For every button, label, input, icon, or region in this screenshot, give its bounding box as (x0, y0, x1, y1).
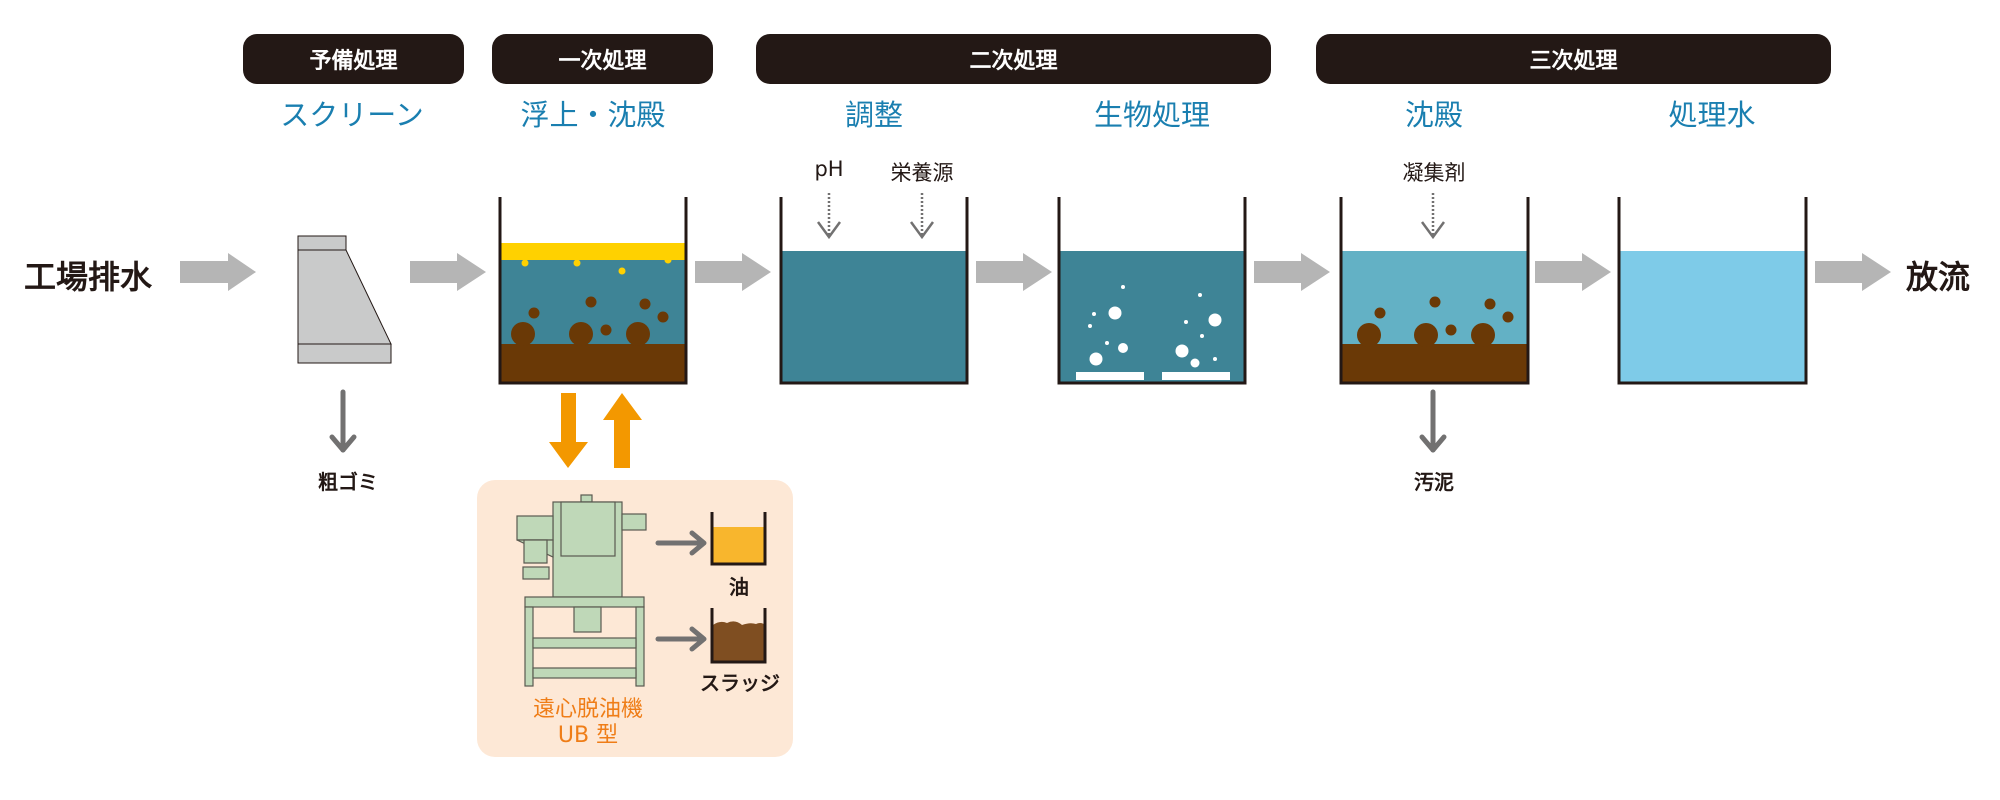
stage-label: 一次処理 (558, 49, 647, 74)
flow-arrow (1535, 253, 1611, 291)
input-label: 工場排水 (24, 258, 153, 296)
air-bubbles (1088, 285, 1222, 368)
centrifuge-name: 遠心脱油機 UB 型 (508, 697, 668, 749)
from-centrifuge-arrow (603, 393, 642, 468)
oil-bucket-icon (710, 512, 767, 566)
stage-label: 予備処理 (309, 49, 398, 74)
biological-tank (1057, 197, 1247, 385)
flow-arrow (410, 253, 486, 291)
centrifuge-model: UB 型 (557, 723, 619, 748)
flow-arrow (976, 253, 1052, 291)
flow-arrow (180, 253, 256, 291)
nutrient-dose-arrow (909, 193, 935, 240)
additive-label-coagulant: 凝集剤 (1402, 161, 1466, 185)
sediment-particles (511, 296, 669, 346)
stage-label: 二次処理 (969, 49, 1058, 74)
process-label-flotation: 浮上・沈殿 (520, 98, 666, 132)
process-label-biological: 生物処理 (1093, 98, 1210, 132)
sludge-bucket-icon (710, 608, 767, 664)
byproduct-label-coarse-waste: 粗ゴミ (318, 470, 378, 494)
screen-icon (297, 235, 392, 364)
ph-dose-arrow (816, 193, 842, 240)
stage-band-primary: 一次処理 (492, 34, 713, 84)
coarse-waste-arrow (329, 389, 357, 453)
stage-band-preliminary: 予備処理 (243, 34, 464, 84)
centrifuge-machine-icon (516, 494, 647, 687)
flow-arrow (1815, 253, 1891, 291)
additive-label-ph: pH (814, 157, 844, 181)
centrifuge-sludge-label: スラッジ (700, 671, 780, 695)
stage-band-tertiary: 三次処理 (1316, 34, 1831, 84)
sedimentation-tank (1339, 197, 1530, 385)
sludge-output-arrow (655, 626, 707, 652)
stage-band-secondary: 二次処理 (756, 34, 1271, 84)
oil-label: 油 (729, 575, 749, 599)
additive-label-nutrients: 栄養源 (890, 161, 954, 185)
diffuser (1076, 372, 1144, 380)
sludge-drop-arrow (1419, 389, 1447, 453)
flow-arrow (695, 253, 771, 291)
to-centrifuge-arrow (549, 393, 588, 468)
oil-droplets (521, 256, 672, 275)
centrifuge-name-line1: 遠心脱油機 (532, 697, 643, 722)
process-label-sedimentation: 沈殿 (1404, 98, 1463, 132)
output-label: 放流 (1906, 258, 1971, 296)
adjustment-tank (779, 197, 969, 385)
flow-arrow (1254, 253, 1330, 291)
process-label-screen: スクリーン (280, 98, 424, 132)
process-label-treated-water: 処理水 (1668, 98, 1756, 132)
stage-label: 三次処理 (1529, 49, 1618, 74)
treated-water-tank (1617, 197, 1808, 385)
oil-output-arrow (655, 530, 707, 556)
flotation-tank (498, 197, 688, 385)
byproduct-label-sludge: 汚泥 (1414, 470, 1454, 494)
process-label-adjustment: 調整 (844, 98, 903, 132)
floc-particles (1357, 296, 1514, 347)
coagulant-dose-arrow (1420, 193, 1446, 240)
diffuser (1162, 372, 1230, 380)
